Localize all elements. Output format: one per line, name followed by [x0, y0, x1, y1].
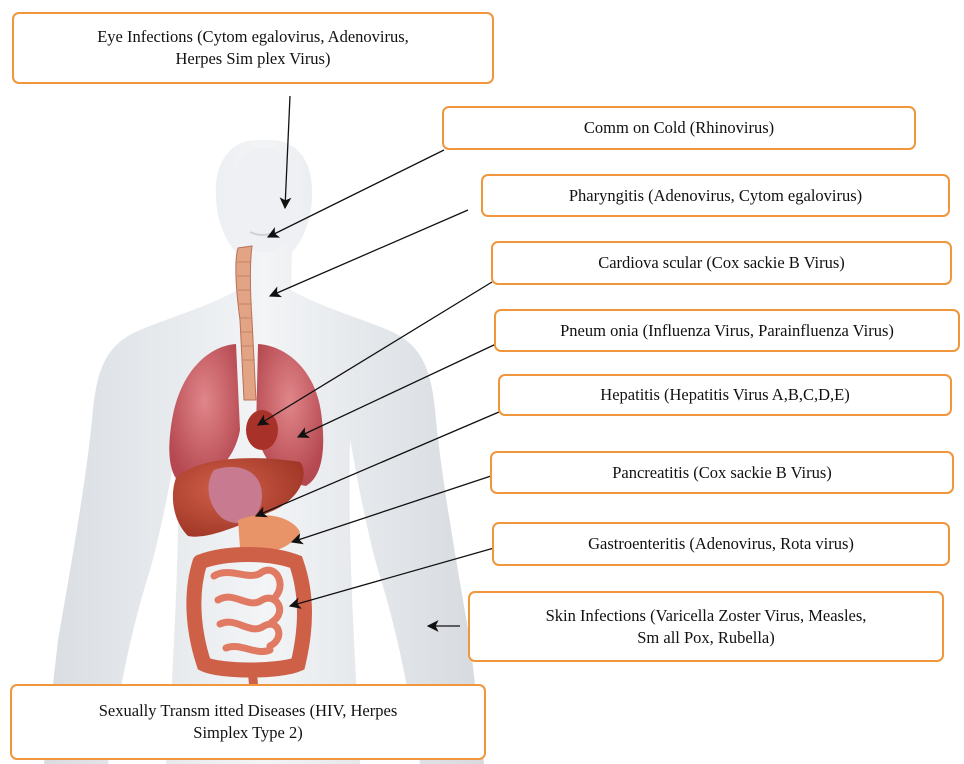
label-cardiovascular-text: Cardiova scular (Cox sackie B Virus) [598, 252, 845, 274]
label-pneumonia-text: Pneum onia (Influenza Virus, Parainfluen… [560, 320, 894, 342]
head-shape [228, 148, 300, 252]
label-skin-infections-text: Skin Infections (Varicella Zoster Virus,… [546, 605, 867, 649]
label-eye-text: Eye Infections (Cytom egalovirus, Adenov… [97, 26, 409, 70]
label-pharyngitis: Pharyngitis (Adenovirus, Cytom egaloviru… [481, 174, 950, 217]
label-common-cold: Comm on Cold (Rhinovirus) [442, 106, 916, 150]
label-sexually-transmitted-diseases: Sexually Transm itted Diseases (HIV, Her… [10, 684, 486, 760]
label-pancreatitis-text: Pancreatitis (Cox sackie B Virus) [612, 462, 832, 484]
label-hepatitis: Hepatitis (Hepatitis Virus A,B,C,D,E) [498, 374, 952, 416]
label-pharyngitis-text: Pharyngitis (Adenovirus, Cytom egaloviru… [569, 185, 862, 207]
label-common-cold-text: Comm on Cold (Rhinovirus) [584, 117, 774, 139]
label-hepatitis-text: Hepatitis (Hepatitis Virus A,B,C,D,E) [600, 384, 849, 406]
label-cardiovascular: Cardiova scular (Cox sackie B Virus) [491, 241, 952, 285]
label-skin-infections: Skin Infections (Varicella Zoster Virus,… [468, 591, 944, 662]
label-pancreatitis: Pancreatitis (Cox sackie B Virus) [490, 451, 954, 494]
label-pneumonia: Pneum onia (Influenza Virus, Parainfluen… [494, 309, 960, 352]
label-std-text: Sexually Transm itted Diseases (HIV, Her… [99, 700, 398, 744]
label-gastroenteritis-text: Gastroenteritis (Adenovirus, Rota virus) [588, 533, 854, 555]
label-gastroenteritis: Gastroenteritis (Adenovirus, Rota virus) [492, 522, 950, 566]
label-eye-infections: Eye Infections (Cytom egalovirus, Adenov… [12, 12, 494, 84]
